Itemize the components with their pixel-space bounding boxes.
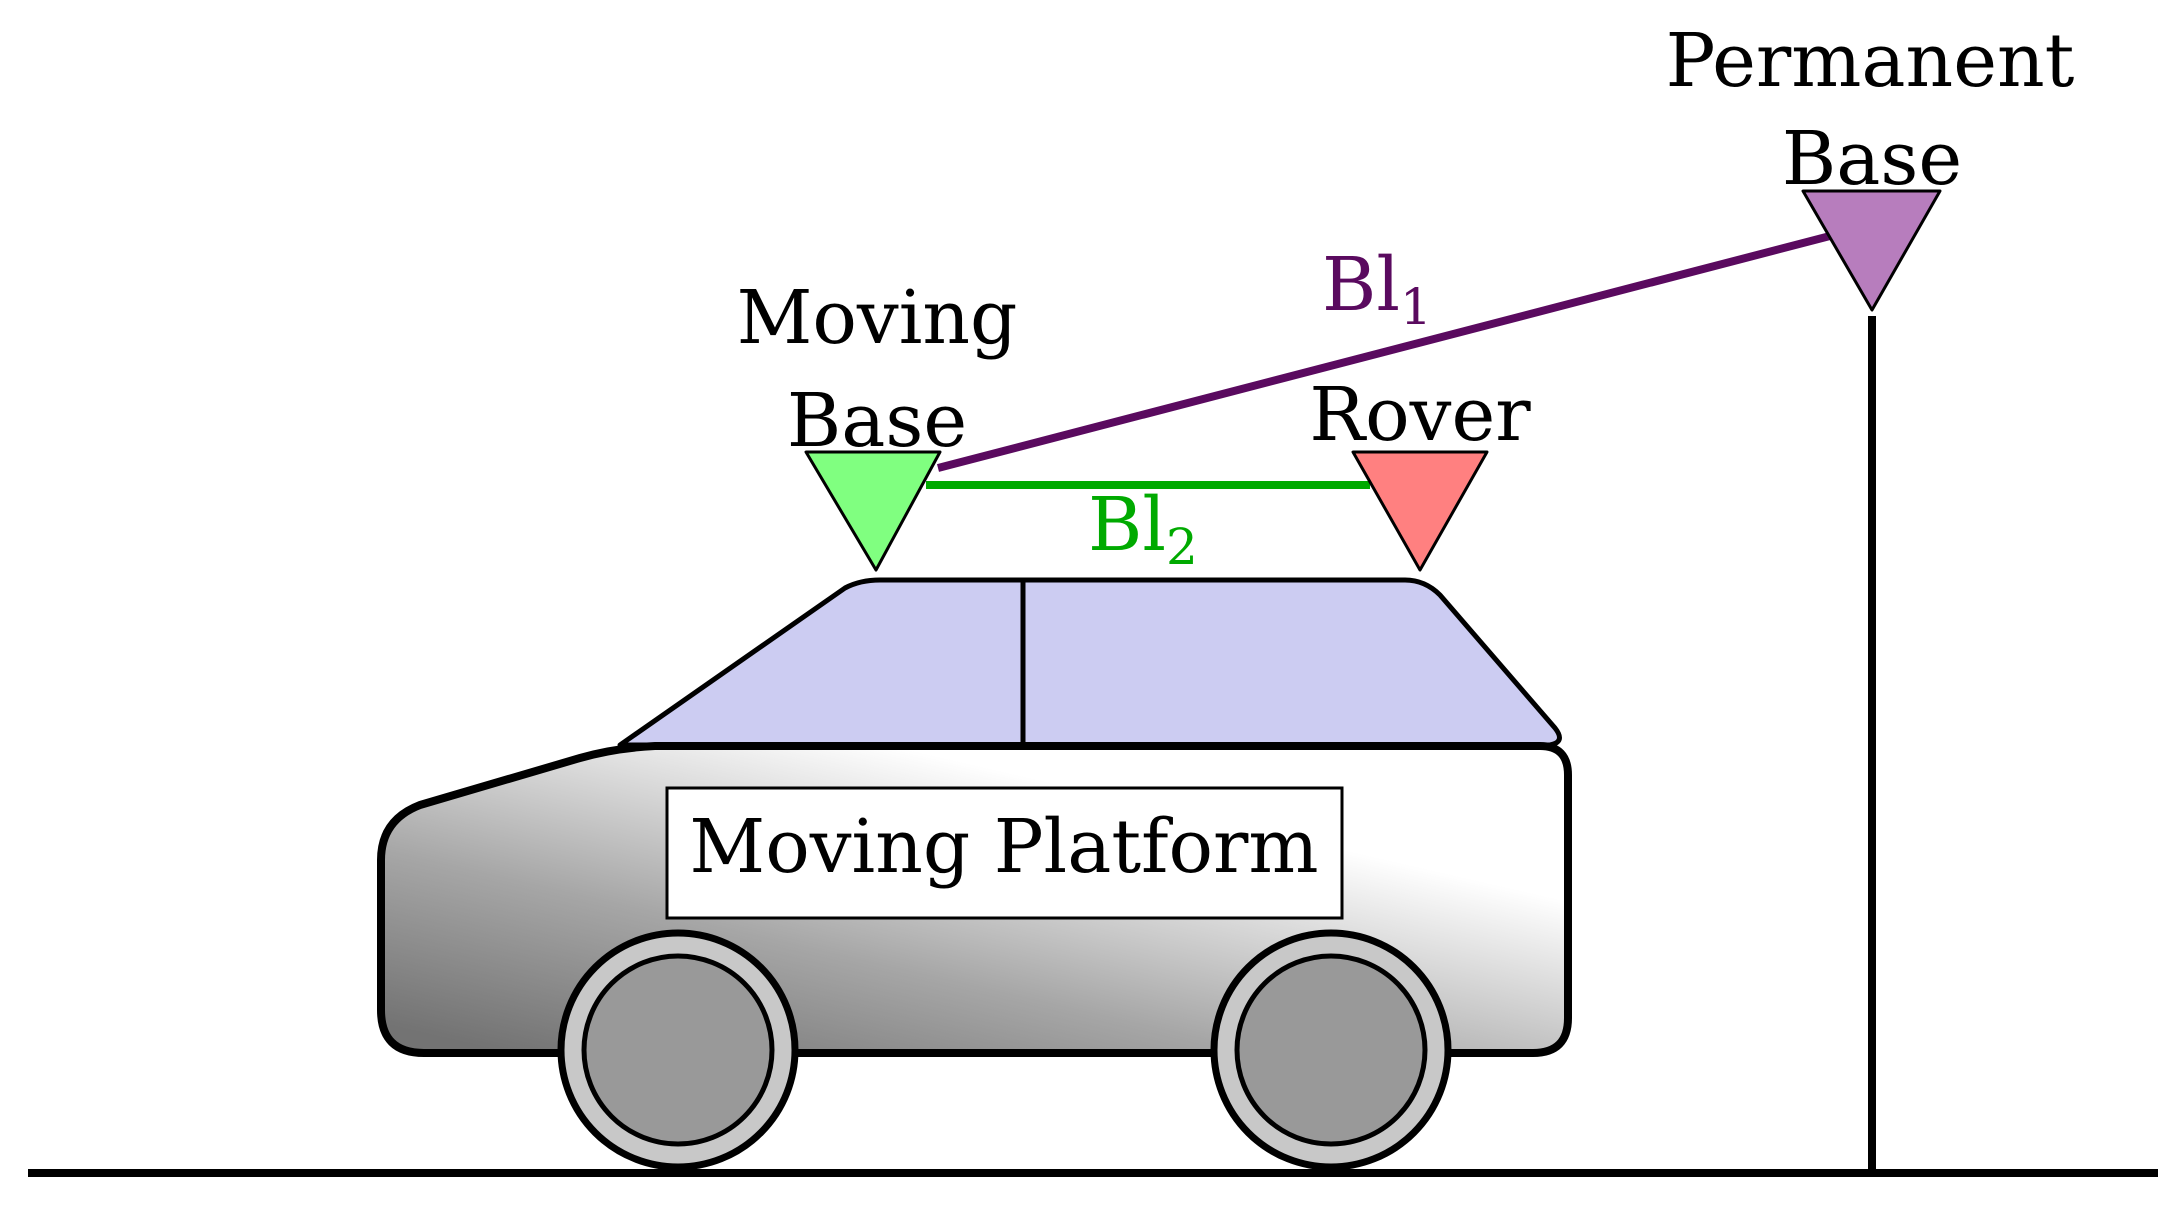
platform-label: Moving Platform [689, 804, 1318, 890]
rover-label: Rover [1309, 372, 1531, 458]
moving-base-label-line1: Moving [737, 275, 1018, 361]
baseline-1-label-main: Bl [1322, 242, 1400, 328]
permanent-base-antenna-icon [1801, 189, 1942, 312]
front-wheel [557, 929, 799, 1171]
car-window [617, 577, 1562, 748]
baseline-1-label-sub: 1 [1400, 278, 1432, 336]
rover-antenna-icon [1351, 450, 1489, 572]
baseline-2-label-sub: 2 [1166, 518, 1198, 576]
baseline-1 [936, 232, 1832, 472]
baseline-1-label: Bl1 [1322, 242, 1432, 336]
baseline-2-label-main: Bl [1088, 482, 1166, 568]
permanent-base-label-line2: Base [1782, 116, 1962, 202]
baseline-2-label: Bl2 [1088, 482, 1198, 576]
moving-base-antenna-icon [804, 450, 942, 572]
permanent-base-label-line1: Permanent [1666, 18, 2075, 104]
rear-wheel [1210, 929, 1452, 1171]
platform-label-box [665, 786, 1344, 920]
moving-base-label-line2: Base [787, 378, 967, 464]
